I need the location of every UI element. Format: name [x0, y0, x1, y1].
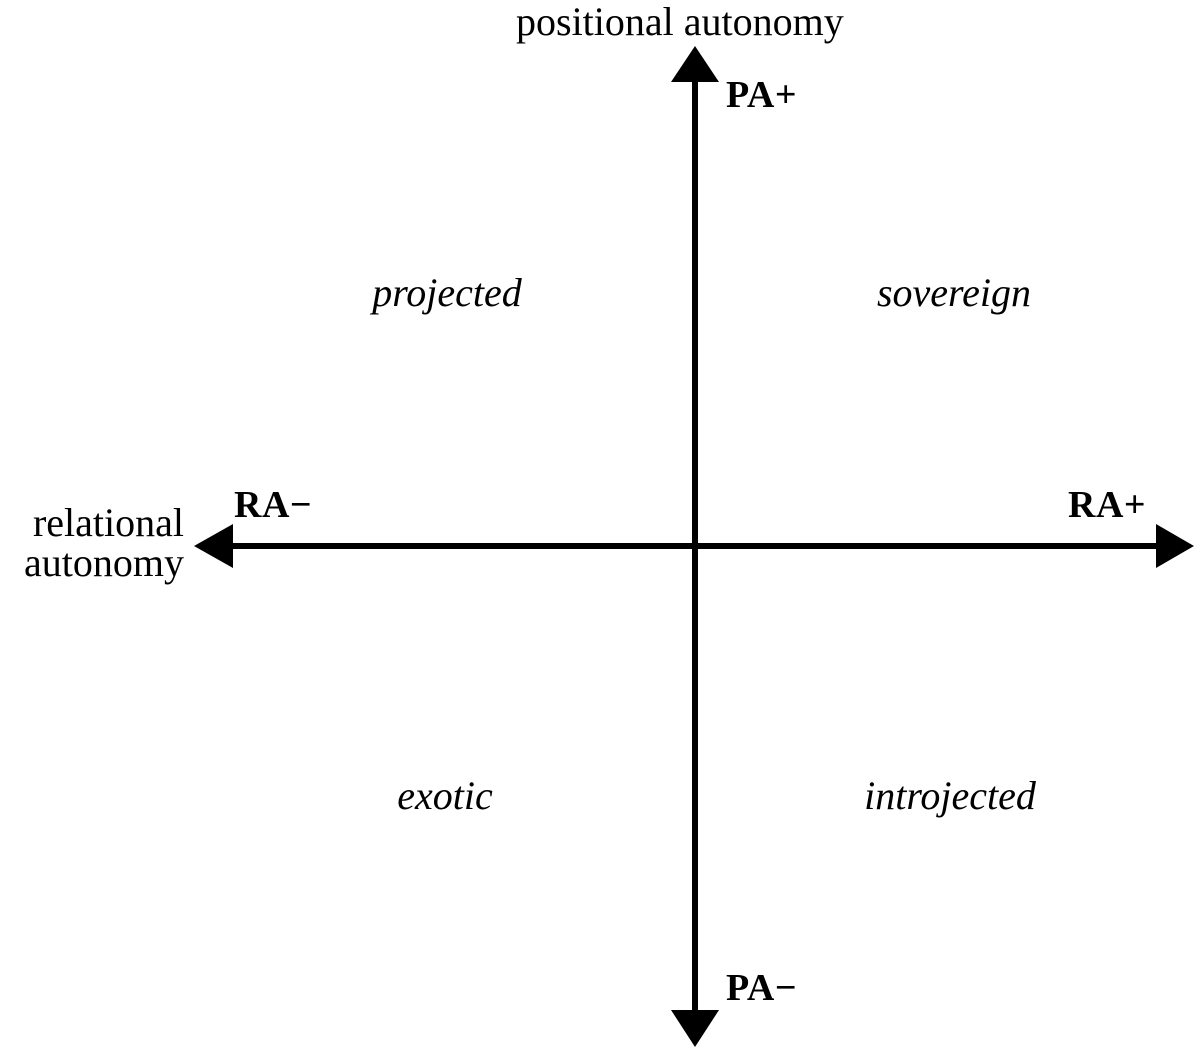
quadrant-label-projected: projected: [372, 270, 522, 315]
pole-marker-pa-plus: PA+: [726, 74, 797, 116]
arrowhead-up-icon: [671, 46, 719, 82]
quadrant-label-introjected: introjected: [864, 773, 1036, 818]
arrowhead-right-icon: [1156, 524, 1194, 568]
horizontal-axis-label-line1: relational: [32, 500, 184, 545]
vertical-axis-label: positional autonomy: [516, 0, 844, 44]
horizontal-axis-label-line2: autonomy: [24, 540, 184, 585]
pole-marker-pa-minus: PA−: [726, 967, 797, 1009]
pole-marker-ra-minus: RA−: [234, 484, 313, 526]
arrowhead-left-icon: [194, 524, 233, 568]
arrowhead-down-icon: [671, 1010, 719, 1047]
horizontal-axis-label: relational autonomy: [0, 503, 184, 583]
quadrant-label-sovereign: sovereign: [876, 270, 1032, 315]
quadrant-label-exotic: exotic: [397, 773, 493, 818]
pole-marker-ra-plus: RA+: [1068, 484, 1147, 526]
